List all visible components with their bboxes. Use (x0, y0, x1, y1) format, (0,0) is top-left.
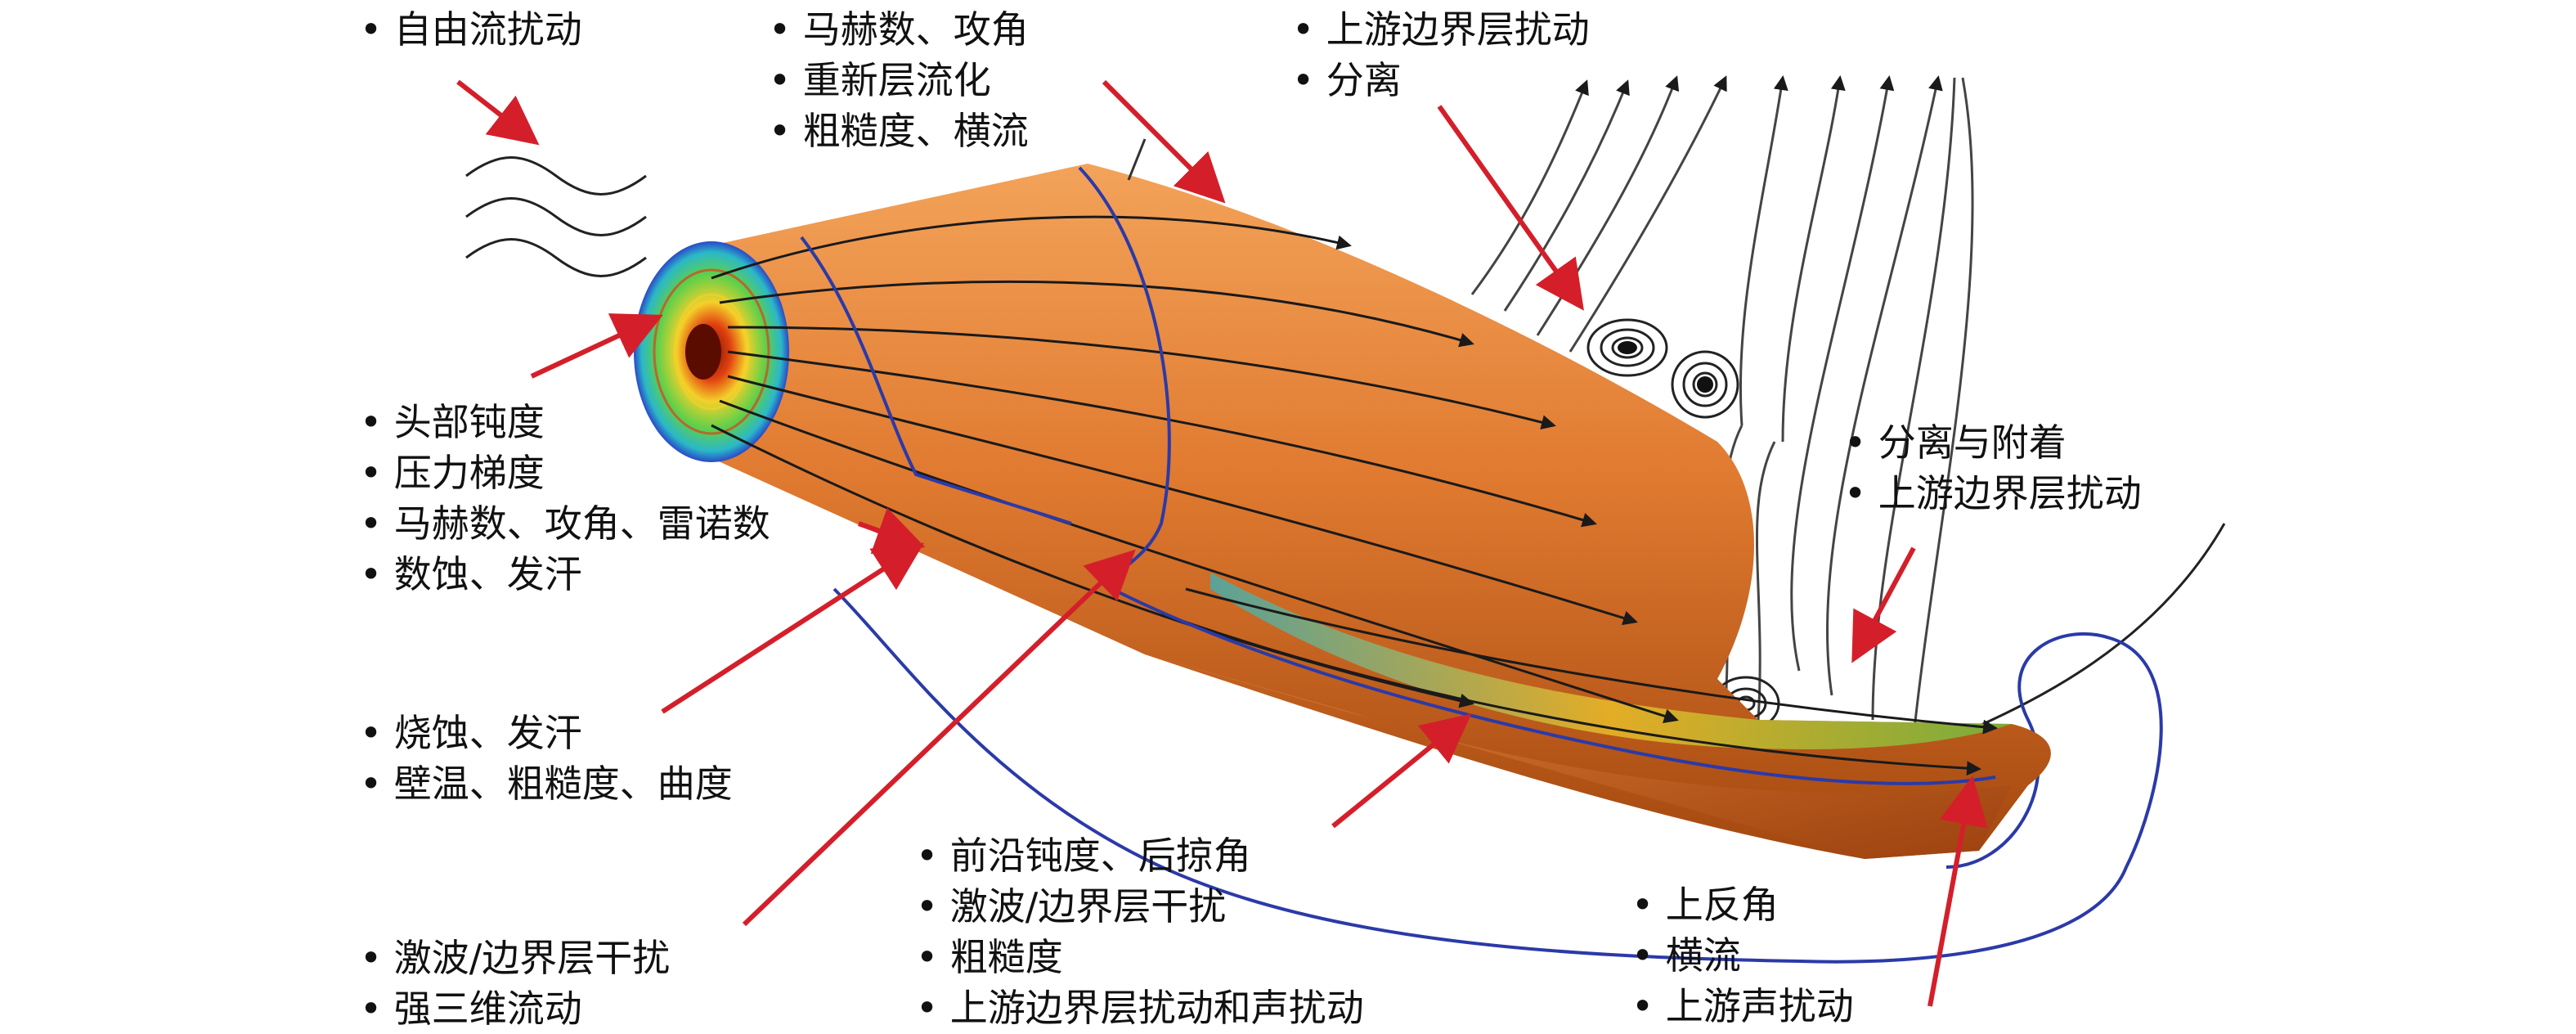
label-line: 上游声扰动 (1631, 981, 1854, 1032)
label-line: 上游边界层扰动 (1292, 4, 1590, 55)
label-line: 自由流扰动 (360, 4, 582, 55)
label-line: 粗糙度、横流 (769, 106, 1029, 156)
arrow-shock (742, 549, 1136, 927)
label-line: 激波/边界层干扰 (360, 933, 671, 983)
label-line: 前沿钝度、后掠角 (916, 830, 1364, 881)
arrow-freestream (456, 79, 540, 146)
label-separation-right: 分离与附着 上游边界层扰动 (1844, 417, 2142, 519)
transition-marker-line (1127, 138, 1147, 181)
arrow-mach-top (1102, 79, 1226, 204)
label-leading-edge: 前沿钝度、后掠角 激波/边界层干扰 粗糙度 上游边界层扰动和声扰动 (916, 830, 1364, 1033)
label-nose: 头部钝度 压力梯度 马赫数、攻角、雷诺数 数蚀、发汗 (360, 397, 770, 600)
label-line: 粗糙度 (916, 932, 1364, 982)
label-shock-left: 激波/边界层干扰 强三维流动 (360, 933, 671, 1034)
surface-streamlines (711, 215, 1998, 776)
arrow-ablation (661, 542, 925, 714)
label-line: 重新层流化 (769, 55, 1029, 106)
label-line: 数蚀、发汗 (360, 549, 770, 600)
right-shock-curve (1913, 523, 2226, 754)
label-line: 分离与附着 (1844, 417, 2142, 468)
arrow-separation-right (1851, 546, 1916, 663)
label-ablation: 烧蚀、发汗 壁温、粗糙度、曲度 (360, 708, 733, 809)
label-line: 烧蚀、发汗 (360, 708, 733, 758)
label-line: 强三维流动 (360, 983, 670, 1034)
label-line: 头部钝度 (360, 397, 770, 447)
label-line: 上游边界层扰动和声扰动 (916, 982, 1364, 1033)
freestream-waves (465, 156, 647, 277)
label-line: 横流 (1631, 930, 1854, 981)
label-line: 上反角 (1631, 879, 1854, 930)
label-line: 壁温、粗糙度、曲度 (360, 758, 733, 809)
label-dihedral: 上反角 横流 上游声扰动 (1631, 879, 1854, 1032)
label-line: 分离 (1292, 55, 1590, 106)
arrow-nose (530, 313, 663, 379)
pointer-arrows (456, 79, 1988, 1007)
label-upstream-top: 上游边界层扰动 分离 (1292, 4, 1590, 106)
label-line: 压力梯度 (360, 447, 770, 498)
label-mach-top: 马赫数、攻角 重新层流化 粗糙度、横流 (769, 4, 1029, 156)
arrow-nose-bottom (857, 507, 926, 555)
label-line: 上游边界层扰动 (1844, 468, 2142, 519)
arrow-leading-edge (1331, 713, 1472, 829)
arrow-separation-top (1437, 105, 1584, 311)
label-line: 马赫数、攻角、雷诺数 (360, 498, 770, 549)
arrow-dihedral (1928, 776, 1988, 1007)
label-freestream: 自由流扰动 (360, 4, 582, 55)
label-line: 马赫数、攻角 (769, 4, 1029, 55)
label-line: 激波/边界层干扰 (916, 881, 1364, 932)
